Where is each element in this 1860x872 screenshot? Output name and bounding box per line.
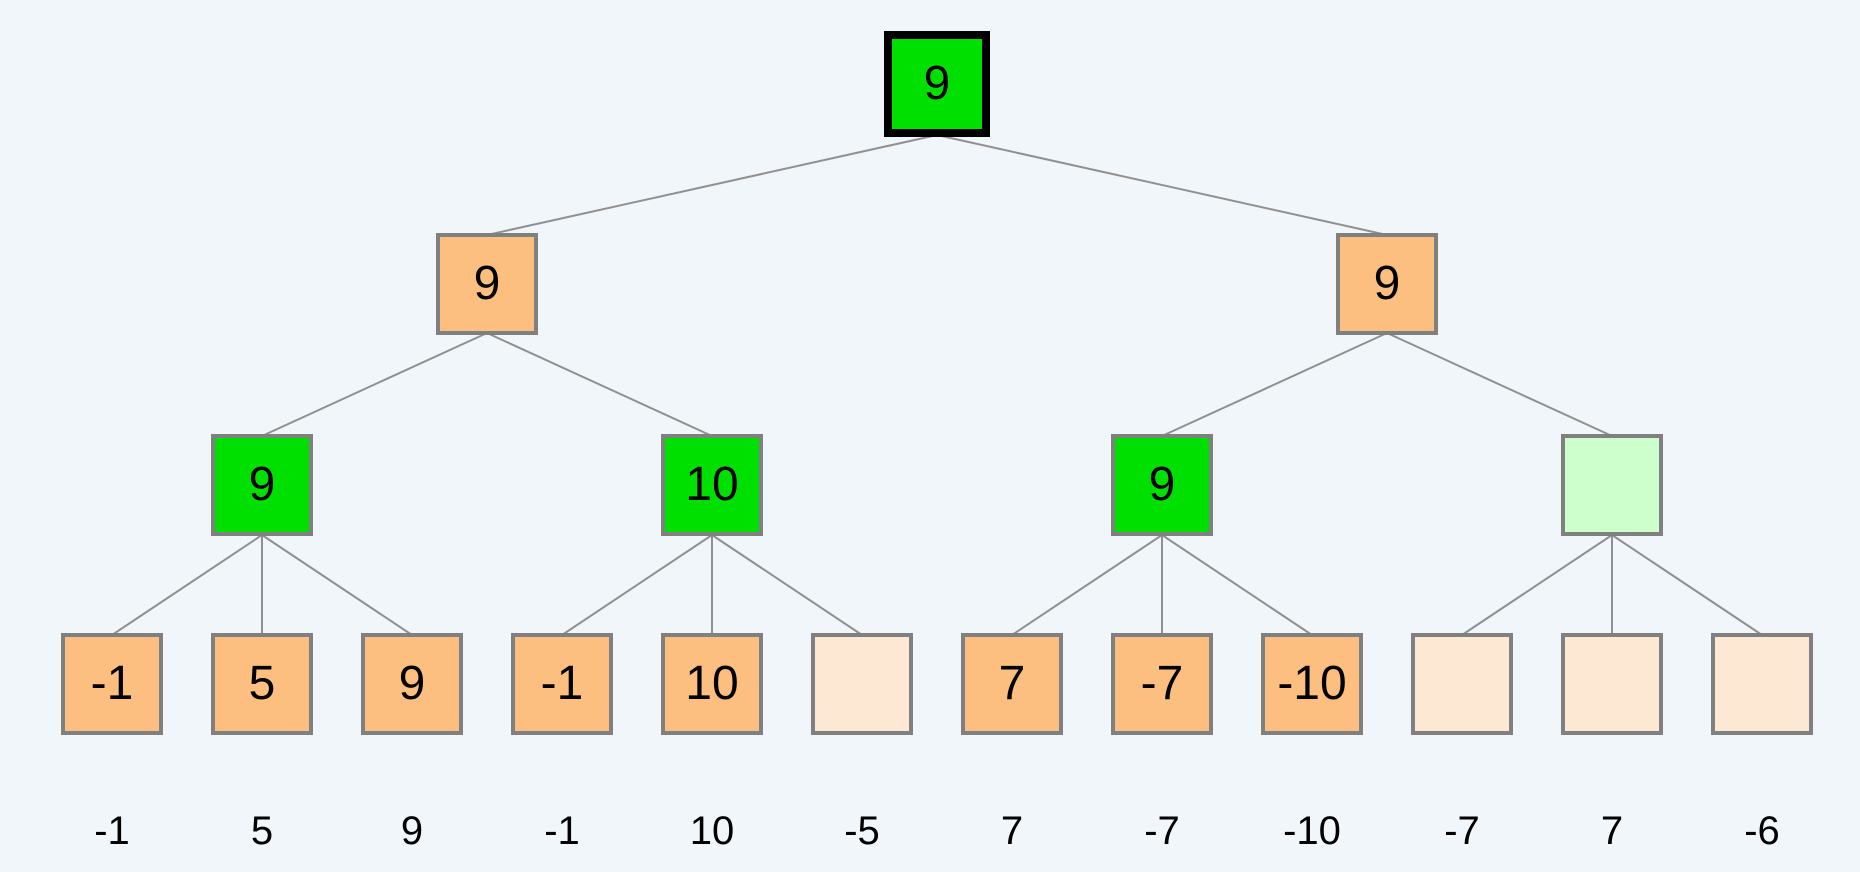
leaf-value-label-0: -1 (94, 809, 130, 853)
node-value: -7 (1140, 657, 1184, 710)
leaf-value-label-9: -7 (1444, 809, 1480, 853)
internal-node-l3-2[interactable]: 9 (1111, 434, 1213, 536)
node-value: 9 (398, 657, 426, 710)
leaf-node-1[interactable]: 5 (211, 633, 313, 735)
edge (486, 134, 938, 236)
edge (1161, 332, 1388, 437)
edge (561, 534, 713, 636)
node-value: 5 (248, 657, 276, 710)
node-value: -1 (540, 657, 584, 710)
leaf-node-7[interactable]: -7 (1111, 633, 1213, 735)
edge (936, 134, 1388, 236)
edge (261, 534, 413, 636)
node-value: 9 (1148, 458, 1176, 511)
internal-node-l3-3[interactable] (1561, 434, 1663, 536)
leaf-node-9[interactable] (1411, 633, 1513, 735)
edge (1461, 534, 1613, 636)
leaf-value-label-7: -7 (1144, 809, 1180, 853)
leaf-node-5[interactable] (811, 633, 913, 735)
internal-node-l3-0[interactable]: 9 (211, 434, 313, 536)
leaf-node-2[interactable]: 9 (361, 633, 463, 735)
leaf-node-6[interactable]: 7 (961, 633, 1063, 735)
leaf-value-label-8: -10 (1283, 809, 1341, 853)
leaf-value-label-10: 7 (1600, 809, 1624, 853)
node-value: 9 (473, 257, 501, 310)
internal-node-l3-1[interactable]: 10 (661, 434, 763, 536)
leaf-node-11[interactable] (1711, 633, 1813, 735)
leaf-value-label-4: 10 (689, 809, 735, 853)
node-value: 10 (685, 458, 739, 511)
edge (1386, 332, 1613, 437)
leaf-node-4[interactable]: 10 (661, 633, 763, 735)
node-value: 9 (1373, 257, 1401, 310)
leaf-node-8[interactable]: -10 (1261, 633, 1363, 735)
leaf-node-0[interactable]: -1 (61, 633, 163, 735)
edge (111, 534, 263, 636)
leaf-value-label-11: -6 (1744, 809, 1780, 853)
edge (1161, 534, 1313, 636)
root-node[interactable]: 9 (884, 31, 990, 137)
node-value: -1 (90, 657, 134, 710)
edge (1011, 534, 1163, 636)
leaf-value-label-3: -1 (544, 809, 580, 853)
edge (261, 332, 488, 437)
edge (711, 534, 863, 636)
internal-node-l2-1[interactable]: 9 (1336, 233, 1438, 335)
leaf-node-10[interactable] (1561, 633, 1663, 735)
node-value: 10 (685, 657, 739, 710)
node-value: 7 (998, 657, 1026, 710)
internal-node-l2-0[interactable]: 9 (436, 233, 538, 335)
leaf-node-3[interactable]: -1 (511, 633, 613, 735)
node-value: 9 (923, 57, 951, 110)
node-value: 9 (248, 458, 276, 511)
edge (1611, 534, 1763, 636)
edge (486, 332, 713, 437)
node-value: -10 (1277, 657, 1347, 710)
leaf-value-label-6: 7 (1000, 809, 1024, 853)
leaf-value-label-1: 5 (250, 809, 274, 853)
leaf-value-label-5: -5 (844, 809, 880, 853)
leaf-value-label-2: 9 (400, 809, 424, 853)
